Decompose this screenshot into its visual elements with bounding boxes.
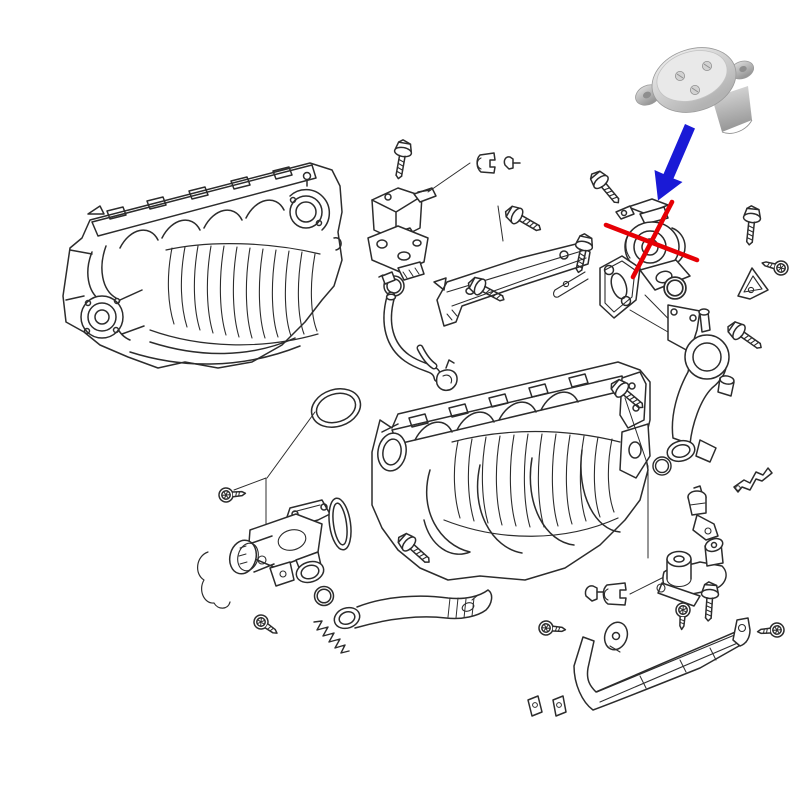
electrical-connector-pair (584, 582, 627, 606)
triangle-bracket (737, 267, 769, 300)
rail-tab (527, 695, 543, 717)
blockoff-plate-photo (635, 47, 755, 134)
oval-gasket-large (310, 388, 362, 428)
electrical-connector-pair (476, 152, 521, 174)
intake-manifold-assembled (62, 162, 343, 369)
mounting-rail (573, 617, 751, 711)
o-ring (663, 276, 687, 300)
o-ring (652, 456, 672, 476)
o-ring (313, 585, 335, 607)
arrow-down-left-icon (654, 124, 695, 201)
sensor-bracket (367, 225, 429, 281)
leader-lines (233, 162, 669, 559)
air-distribution-housing (644, 294, 735, 463)
throttle-body (228, 499, 331, 587)
valve-gasket (599, 255, 641, 319)
check-valve-with-bracket (687, 485, 719, 541)
hose-clip (435, 359, 458, 392)
vent-hose (383, 291, 443, 383)
air-pipe (333, 589, 493, 630)
small-bracket (733, 467, 773, 493)
rail-tab (552, 695, 567, 717)
x-cross-icon (603, 199, 700, 280)
oval-gasket-small (328, 497, 352, 551)
coil-spring (313, 620, 350, 654)
intake-manifold (371, 344, 651, 581)
plate-screw-head (675, 61, 713, 96)
cutaway-outline (197, 551, 231, 609)
rail-tab (603, 621, 629, 653)
